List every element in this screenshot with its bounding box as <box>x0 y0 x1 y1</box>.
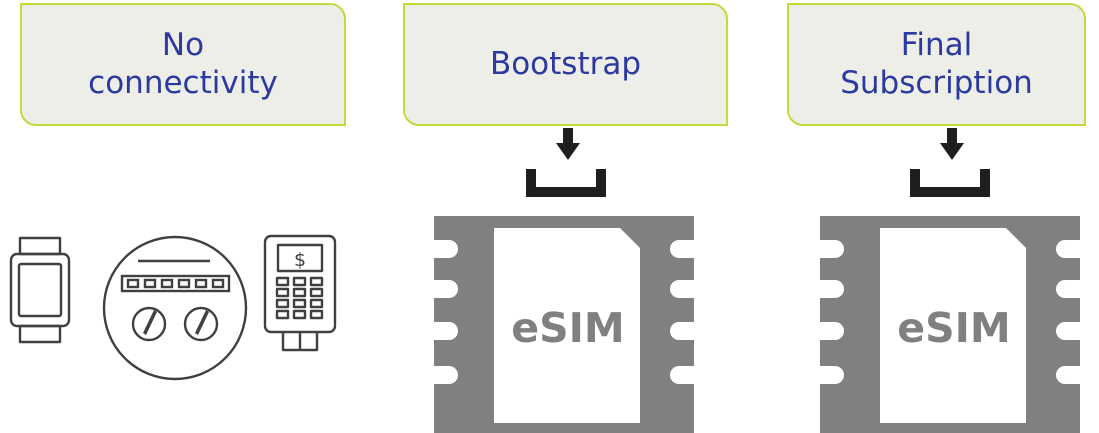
meter-icon <box>102 235 248 381</box>
esim-label: eSIM <box>897 304 1010 352</box>
stage-label: Bootstrap <box>489 45 642 82</box>
esim-label: eSIM <box>511 304 624 352</box>
stage-box-final-subscription: Final Subscription <box>787 3 1086 126</box>
smartwatch-icon <box>9 236 71 344</box>
download-arrow-icon <box>526 128 606 197</box>
stage-box-no-connectivity: No connectivity <box>20 3 346 126</box>
currency-symbol: $ <box>294 249 306 271</box>
stage-box-bootstrap: Bootstrap <box>403 3 728 126</box>
esim-chip-icon: eSIM <box>820 216 1080 433</box>
download-arrow-icon <box>910 128 990 197</box>
payment-terminal-icon: $ <box>263 234 337 352</box>
stage-label: No connectivity <box>88 26 278 101</box>
esim-chip-icon: eSIM <box>434 216 694 433</box>
stage-label: Final Subscription <box>840 26 1033 101</box>
